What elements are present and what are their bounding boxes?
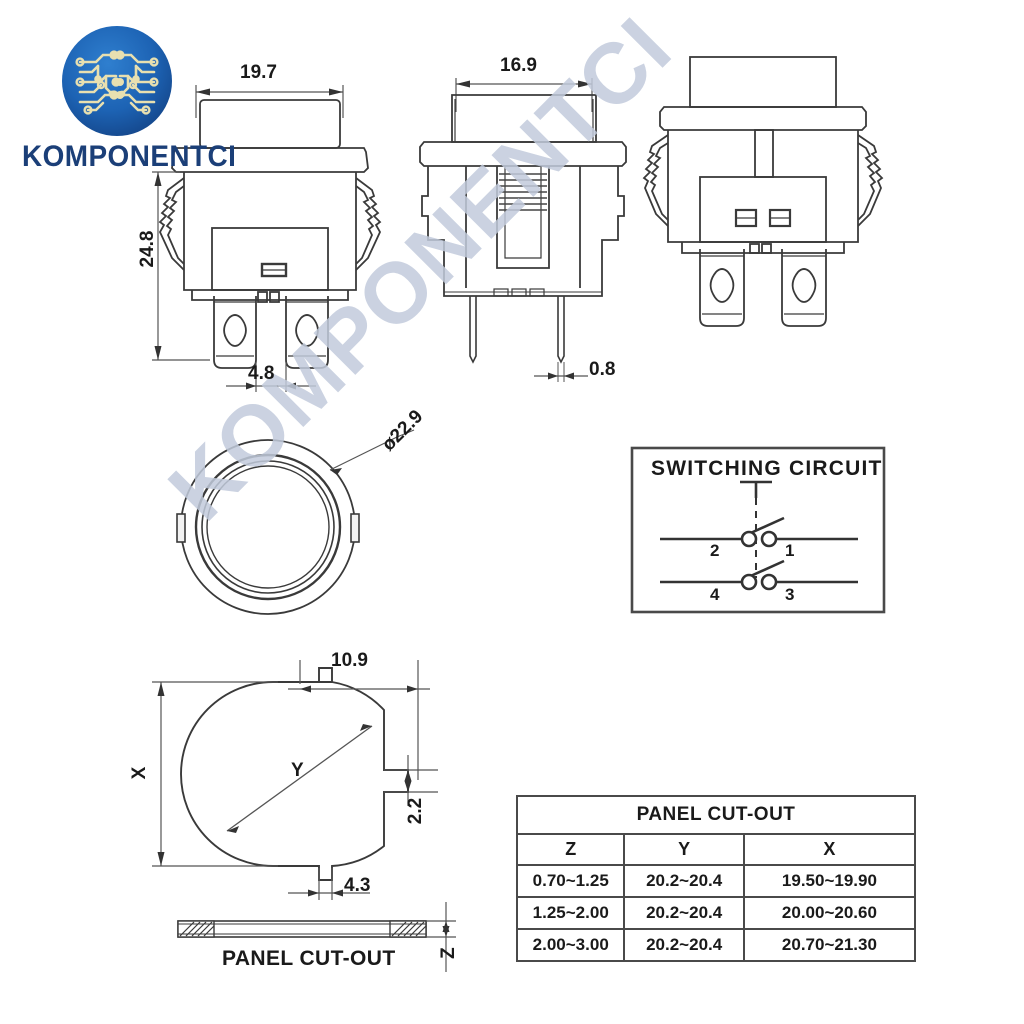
dim-label-front-width: 19.7 <box>240 62 277 83</box>
cell-z-1: 0.70~1.25 <box>515 864 626 898</box>
dim-label-x: X <box>129 766 150 780</box>
panel-section <box>177 920 427 938</box>
cell-y-3: 20.2~20.4 <box>623 928 745 962</box>
leader-diameter <box>329 429 415 475</box>
cell-z-3: 2.00~3.00 <box>515 928 626 962</box>
dim-label-terminal-width: 4.8 <box>248 363 275 384</box>
table-row: 0.70~1.25 20.2~20.4 19.50~19.90 <box>515 864 917 898</box>
cell-y-1: 20.2~20.4 <box>623 864 745 898</box>
dim-4-8 <box>226 362 316 392</box>
dim-Z <box>426 902 456 972</box>
terminal-label-4: 4 <box>710 585 720 604</box>
table-title: PANEL CUT-OUT <box>516 795 916 835</box>
cell-z-2: 1.25~2.00 <box>515 896 626 930</box>
table-header-y: Y <box>623 833 745 866</box>
dim-24-8 <box>152 171 210 361</box>
terminal-label-3: 3 <box>785 585 795 604</box>
dim-0-8 <box>534 372 588 380</box>
dim-label-y: Y <box>291 760 304 781</box>
dim-label-front-height: 24.8 <box>137 230 158 268</box>
terminal-label-1: 1 <box>785 541 795 560</box>
dim-4-3 <box>288 868 370 900</box>
cell-y-2: 20.2~20.4 <box>623 896 745 930</box>
table-header-z: Z <box>515 833 626 866</box>
dim-X-vertical <box>152 681 278 867</box>
circuit-board-circle-logo-icon <box>62 26 172 136</box>
brand-name: KOMPONENTCI <box>22 140 237 173</box>
dim-label-side-width: 16.9 <box>500 55 537 76</box>
dim-2-2 <box>384 755 438 806</box>
dim-Y-diagonal <box>226 724 373 833</box>
switching-circuit-title: SWITCHING CIRCUIT <box>651 457 883 480</box>
dim-label-notch-height: 2.2 <box>405 797 426 825</box>
dim-19-7 <box>195 85 344 118</box>
dim-label-z: Z <box>438 947 459 959</box>
dim-label-notch-width: 4.3 <box>344 875 371 896</box>
table-header-x: X <box>742 833 917 866</box>
brand-logo-block: KOMPONENTCI <box>10 14 237 174</box>
table-row: 1.25~2.00 20.2~20.4 20.00~20.60 <box>515 896 917 930</box>
dim-label-notch-offset: 10.9 <box>331 650 368 671</box>
dim-label-pin-thickness: 0.8 <box>589 359 616 380</box>
panel-cutout-table: PANEL CUT-OUT Z Y X 0.70~1.25 20.2~20.4 … <box>515 795 917 962</box>
panel-cutout-caption: PANEL CUT-OUT <box>222 947 396 970</box>
table-title-row: PANEL CUT-OUT <box>516 795 916 835</box>
terminal-label-2: 2 <box>710 541 720 560</box>
table-row: 2.00~3.00 20.2~20.4 20.70~21.30 <box>515 928 917 962</box>
cell-x-2: 20.00~20.60 <box>742 896 917 930</box>
dim-10-9 <box>288 660 430 780</box>
table-header-row: Z Y X <box>515 833 917 866</box>
cell-x-1: 19.50~19.90 <box>742 864 917 898</box>
cell-x-3: 20.70~21.30 <box>742 928 917 962</box>
